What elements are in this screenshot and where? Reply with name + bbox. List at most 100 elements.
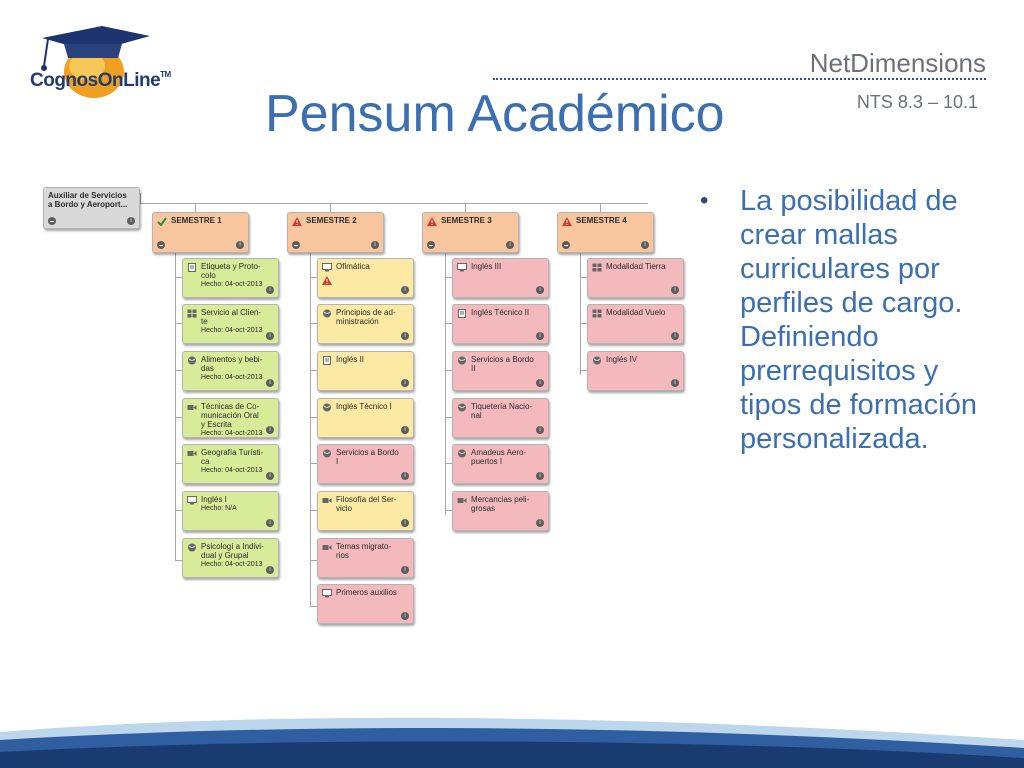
info-icon[interactable]: i bbox=[401, 472, 409, 480]
course-title-cont: te bbox=[201, 317, 208, 326]
semester-3[interactable]: SEMESTRE 3 i bbox=[422, 212, 519, 253]
info-icon[interactable]: i bbox=[641, 241, 649, 249]
info-icon[interactable]: i bbox=[536, 426, 544, 434]
brand-name: NetDimensions bbox=[809, 48, 986, 78]
course-completion: Hecho: 04-oct-2013 bbox=[201, 467, 263, 474]
info-icon[interactable]: i bbox=[401, 426, 409, 434]
semester-4[interactable]: SEMESTRE 4 i bbox=[557, 212, 654, 253]
collapse-icon[interactable] bbox=[48, 217, 56, 225]
info-icon[interactable]: i bbox=[266, 379, 274, 387]
collapse-icon[interactable] bbox=[427, 241, 435, 249]
connector bbox=[580, 277, 587, 278]
footer-wave-decoration bbox=[0, 717, 1024, 768]
grid-icon bbox=[592, 263, 602, 272]
info-icon[interactable]: i bbox=[127, 217, 135, 225]
semester-label: SEMESTRE 1 bbox=[171, 216, 222, 225]
course-title: Psicologí a Indivi- bbox=[201, 542, 264, 551]
globe-icon bbox=[458, 356, 466, 365]
course-title: Inglés I bbox=[201, 495, 227, 504]
collapse-icon[interactable] bbox=[292, 241, 300, 249]
info-icon[interactable]: i bbox=[401, 519, 409, 527]
connector bbox=[310, 606, 317, 607]
course-node[interactable]: Inglés III i bbox=[452, 258, 549, 298]
info-icon[interactable]: i bbox=[671, 332, 679, 340]
bullet-text: La posibilidad de crear mallas curricula… bbox=[740, 185, 977, 455]
course-title-cont: rios bbox=[336, 551, 349, 560]
course-node[interactable]: Modalidad Vuelo i bbox=[587, 304, 684, 344]
globe-icon bbox=[458, 403, 466, 412]
info-icon[interactable]: i bbox=[401, 612, 409, 620]
info-icon[interactable]: i bbox=[266, 332, 274, 340]
info-icon[interactable]: i bbox=[671, 379, 679, 387]
course-title: Técnicas de Co- bbox=[201, 402, 260, 411]
collapse-icon[interactable] bbox=[562, 241, 570, 249]
course-title: Modalidad Vuelo bbox=[606, 308, 666, 317]
globe-icon bbox=[593, 356, 601, 365]
info-icon[interactable]: i bbox=[266, 286, 274, 294]
connector bbox=[310, 370, 317, 371]
info-icon[interactable]: i bbox=[266, 566, 274, 574]
course-title-cont: grosas bbox=[471, 504, 496, 513]
info-icon[interactable]: i bbox=[536, 379, 544, 387]
info-icon[interactable]: i bbox=[401, 566, 409, 574]
semester-label: SEMESTRE 2 bbox=[306, 216, 357, 225]
info-icon[interactable]: i bbox=[536, 472, 544, 480]
connector bbox=[445, 370, 452, 371]
connector bbox=[310, 277, 317, 278]
connector bbox=[140, 193, 141, 203]
info-icon[interactable]: i bbox=[401, 286, 409, 294]
connector bbox=[580, 370, 587, 371]
course-completion: Hecho: 04-oct-2013 bbox=[201, 430, 263, 437]
info-icon[interactable]: i bbox=[536, 286, 544, 294]
monitor-icon bbox=[322, 589, 332, 598]
info-icon[interactable]: i bbox=[266, 426, 274, 434]
info-icon[interactable]: i bbox=[371, 241, 379, 249]
info-icon[interactable]: i bbox=[506, 241, 514, 249]
info-icon[interactable]: i bbox=[266, 519, 274, 527]
root-line-2: a Bordo y Aeroport... bbox=[48, 200, 128, 209]
info-icon[interactable]: i bbox=[671, 286, 679, 294]
course-title-cont: ministración bbox=[336, 317, 379, 326]
info-icon[interactable]: i bbox=[266, 472, 274, 480]
course-title: Inglés III bbox=[471, 262, 502, 271]
info-icon[interactable]: i bbox=[536, 332, 544, 340]
collapse-icon[interactable] bbox=[157, 241, 165, 249]
course-title: Etiqueta y Proto- bbox=[201, 262, 261, 271]
info-icon[interactable]: i bbox=[401, 379, 409, 387]
course-title-cont: dual y Grupal bbox=[201, 551, 249, 560]
info-icon[interactable]: i bbox=[401, 332, 409, 340]
semester-2[interactable]: SEMESTRE 2 i bbox=[287, 212, 384, 253]
course-title: Servicios a Bordo bbox=[336, 448, 399, 457]
course-title-cont: vicio bbox=[336, 504, 353, 513]
logo-wordmark: CognosOnLineTM bbox=[30, 70, 171, 91]
connector bbox=[175, 277, 182, 278]
info-icon[interactable]: i bbox=[236, 241, 244, 249]
info-icon[interactable]: i bbox=[536, 519, 544, 527]
semester-1[interactable]: SEMESTRE 1 i bbox=[152, 212, 249, 253]
course-title: Alimentos y bebi- bbox=[201, 355, 263, 364]
